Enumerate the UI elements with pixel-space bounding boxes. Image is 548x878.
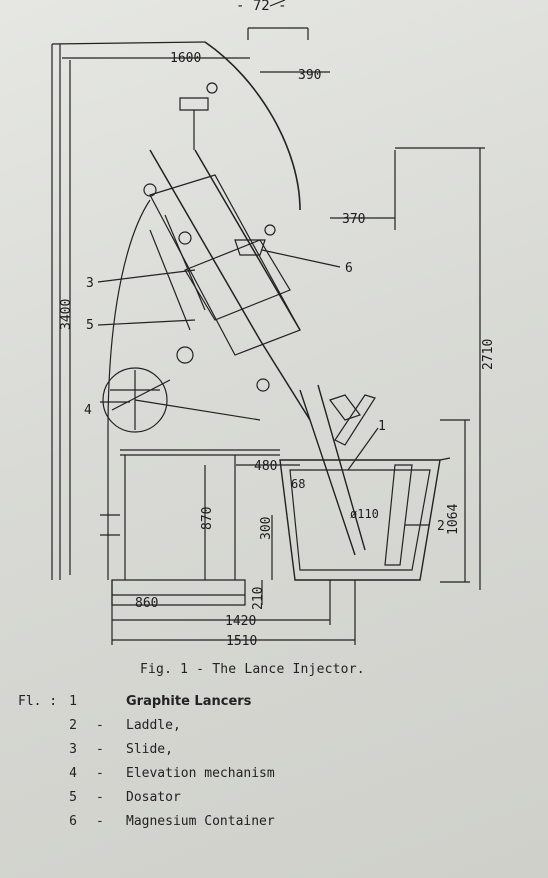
callout-5: 5 [86, 318, 94, 333]
callout-6: 6 [345, 261, 353, 276]
magnesium-container [179, 97, 209, 111]
dosator-box [184, 239, 291, 321]
legend-item: 2 - Laddle, [26, 718, 406, 742]
dim-870: 870 [200, 507, 215, 530]
callout-1: 1 [378, 419, 386, 434]
dim-370: 370 [342, 212, 365, 227]
legend-prefix: Fl. : [18, 694, 58, 709]
dim-480: 480 [254, 459, 277, 474]
legend-dash: - [96, 766, 104, 781]
dim-2710: 2710 [481, 339, 496, 370]
legend-num: 3 [69, 742, 77, 757]
dim-390: 390 [298, 68, 321, 83]
legend-label: Magnesium Container [126, 814, 275, 829]
legend-item: 3 - Slide, [26, 742, 406, 766]
dim-line-370 [330, 150, 396, 230]
lance [299, 384, 366, 556]
dim-3400: 3400 [59, 299, 74, 330]
hood-curve [204, 41, 301, 211]
legend-item: Fl. : 1 Graphite Lancers [18, 694, 406, 718]
callout-3: 3 [86, 276, 94, 291]
dim-210: 210 [251, 587, 266, 610]
dim-1600: 1600 [170, 51, 201, 66]
legend-item: 5 - Dosator [26, 790, 406, 814]
legend-dash: - [96, 790, 104, 805]
legend-dash: - [96, 718, 104, 733]
dim-110: ø110 [350, 507, 379, 521]
legend-label: Slide, [126, 742, 173, 757]
page-number: - 72 - [236, 0, 287, 14]
dim-860: 860 [135, 596, 158, 611]
legend: Fl. : 1 Graphite Lancers 2 - Laddle, 3 -… [18, 694, 406, 838]
base-block [111, 579, 246, 606]
dim-1420: 1420 [225, 614, 256, 629]
legend-num: 1 [69, 694, 77, 709]
dim-300: 300 [259, 517, 274, 540]
legend-label: Graphite Lancers [126, 694, 252, 709]
legend-item: 6 - Magnesium Container [26, 814, 406, 838]
elevation-circle [102, 367, 168, 433]
legend-num: 4 [69, 766, 77, 781]
legend-item: 4 - Elevation mechanism [26, 766, 406, 790]
top-line [51, 41, 206, 45]
legend-label: Dosator [126, 790, 181, 805]
legend-num: 2 [69, 718, 77, 733]
ladle [279, 459, 441, 581]
dim-1064: 1064 [446, 504, 461, 535]
legend-num: 6 [69, 814, 77, 829]
figure-caption: Fig. 1 - The Lance Injector. [140, 662, 365, 677]
legend-dash: - [96, 742, 104, 757]
legend-label: Elevation mechanism [126, 766, 275, 781]
slide-box [149, 174, 301, 356]
callout-2: 2 [437, 519, 445, 534]
lance-injector-drawing: - 72 - 1600 390 370 3400 2710 480 870 30… [51, 0, 496, 649]
legend-dash: - [96, 814, 104, 829]
dim-line-1064 [440, 419, 470, 583]
dim-1510: 1510 [226, 634, 257, 649]
legend-label: Laddle, [126, 718, 181, 733]
callout-4: 4 [84, 403, 92, 418]
legend-num: 5 [69, 790, 77, 805]
dim-68: 68 [291, 477, 305, 491]
